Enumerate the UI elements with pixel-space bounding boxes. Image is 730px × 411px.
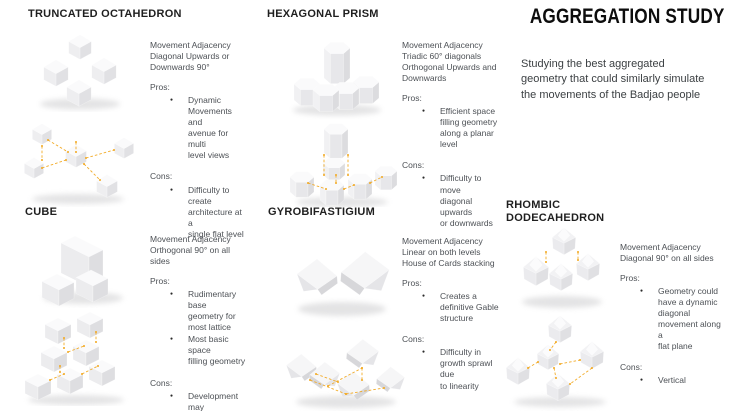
rhombic-dodecahedron-aggregation-image bbox=[506, 222, 618, 314]
bullet-item: Difficulty in growth sprawl due to linea… bbox=[422, 347, 504, 391]
gyrobifastigium-aggregation-image bbox=[280, 227, 405, 322]
section-header-gyrobifastigium: GYROBIFASTIGIUM bbox=[268, 206, 376, 218]
cons-label: Cons: bbox=[402, 160, 425, 171]
hexagonal-prism-notes: Movement Adjacency Triadic 60° diagonals… bbox=[402, 40, 504, 239]
bullet-item: Geometry could have a dynamic diagonal m… bbox=[640, 286, 722, 352]
cons-list: Difficulty to move diagonal upwards or d… bbox=[402, 173, 504, 228]
cons-list: Difficulty in growth sprawl due to linea… bbox=[402, 347, 504, 391]
bullet-item: Development may be linear and movement g… bbox=[170, 391, 246, 411]
rhombic-dodecahedron-notes: Movement Adjacency Diagonal 90° on all s… bbox=[620, 242, 722, 397]
truncated-octahedron-movement-image bbox=[12, 112, 152, 207]
intro-text: Studying the best aggregated geometry th… bbox=[521, 58, 705, 101]
pros-list: Creates a definitive Gable structure bbox=[402, 291, 504, 324]
adjacency-text: Movement Adjacency Triadic 60° diagonals… bbox=[402, 40, 497, 84]
rhombic-dodecahedron-movement-image bbox=[500, 314, 625, 411]
adjacency-text: Movement Adjacency Diagonal Upwards or D… bbox=[150, 40, 231, 73]
adjacency-text: Movement Adjacency Linear on both levels… bbox=[402, 236, 495, 269]
pros-label: Pros: bbox=[150, 276, 170, 287]
hexagonal-prism-aggregation-image bbox=[280, 32, 400, 120]
pros-list: Rudimentary base geometry for most latti… bbox=[150, 289, 246, 367]
bullet-item: Efficient space filling geometry along a… bbox=[422, 106, 504, 150]
cons-list: Vertical bbox=[620, 375, 722, 386]
pros-label: Pros: bbox=[402, 93, 422, 104]
cons-label: Cons: bbox=[150, 171, 173, 182]
bullet-item: Most basic space filling geometry bbox=[170, 334, 246, 367]
cube-aggregation-image bbox=[25, 224, 145, 308]
adjacency-text: Movement Adjacency Diagonal 90° on all s… bbox=[620, 242, 714, 264]
gyrobifastigium-movement-image bbox=[276, 322, 411, 411]
bullet-item: Vertical bbox=[640, 375, 722, 386]
pros-label: Pros: bbox=[150, 82, 170, 93]
gyrobifastigium-notes: Movement Adjacency Linear on both levels… bbox=[402, 236, 504, 402]
bullet-item: Creates a definitive Gable structure bbox=[422, 291, 504, 324]
cons-label: Cons: bbox=[402, 334, 425, 345]
section-header-cube: CUBE bbox=[25, 206, 58, 218]
truncated-octahedron-aggregation-image bbox=[22, 27, 147, 112]
section-header-hexagonal-prism: HEXAGONAL PRISM bbox=[267, 8, 379, 20]
bullet-item: Difficulty to move diagonal upwards or d… bbox=[422, 173, 504, 228]
cons-label: Cons: bbox=[150, 377, 173, 388]
page-title: AGGREGATION STUDY bbox=[529, 5, 725, 28]
pros-list: Efficient space filling geometry along a… bbox=[402, 106, 504, 150]
bullet-item: Dynamic Movements and avenue for multi l… bbox=[170, 95, 244, 161]
section-header-truncated-octahedron: TRUNCATED OCTAHEDRON bbox=[28, 8, 182, 20]
cube-movement-image bbox=[12, 306, 152, 406]
truncated-octahedron-notes: Movement Adjacency Diagonal Upwards or D… bbox=[150, 40, 244, 250]
bullet-item: Difficulty to create architecture at a s… bbox=[170, 185, 244, 240]
hexagonal-prism-movement-image bbox=[282, 119, 402, 207]
pros-label: Pros: bbox=[620, 273, 640, 284]
pros-list: Geometry could have a dynamic diagonal m… bbox=[620, 286, 722, 352]
cons-list: Development may be linear and movement g… bbox=[150, 391, 246, 411]
cube-notes: Movement Adjacency Orthogonal 90° on all… bbox=[150, 234, 246, 411]
bullet-item: Rudimentary base geometry for most latti… bbox=[170, 289, 246, 333]
cons-label: Cons: bbox=[620, 362, 643, 373]
pros-list: Dynamic Movements and avenue for multi l… bbox=[150, 95, 244, 161]
pros-label: Pros: bbox=[402, 278, 422, 289]
cons-list: Difficulty to create architecture at a s… bbox=[150, 185, 244, 240]
section-header-rhombic-dodecahedron: RHOMBIC DODECAHEDRON bbox=[506, 199, 605, 224]
adjacency-text: Movement Adjacency Orthogonal 90° on all… bbox=[150, 234, 231, 267]
